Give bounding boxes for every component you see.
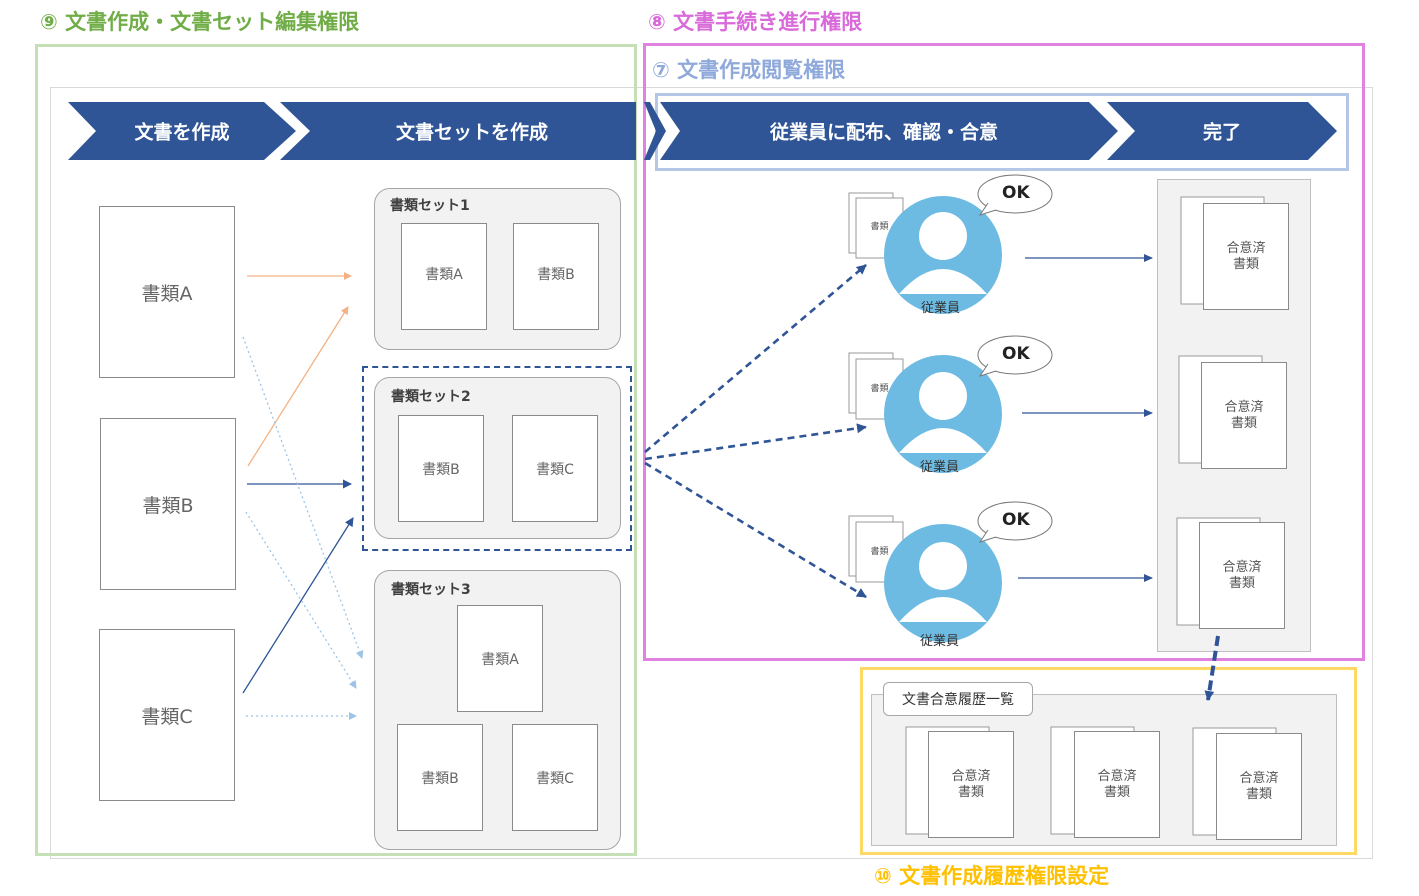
doc-set-1-label: 書類セット1 (390, 198, 470, 214)
completed-agreed-doc-1: 合意済 書類 (1203, 203, 1289, 310)
title-view-permission: ⑦ 文書作成閲覧権限 (652, 58, 846, 82)
set3-doc-b-label: 書類B (421, 770, 459, 787)
step-label-complete: 完了 (1202, 121, 1242, 144)
canvas-border (50, 87, 1373, 859)
step-chevron-create-doc (68, 102, 296, 160)
arrow-c-to-set2 (242, 517, 354, 694)
step-label-distribute: 従業員に配布、確認・合意 (769, 121, 999, 144)
employee-3-reply: OK (1002, 510, 1030, 530)
completed-agreed-doc-2: 合意済 書類 (1201, 362, 1287, 469)
employee-3-label: 従業員 (920, 634, 960, 649)
set2-doc-c-label: 書類C (536, 461, 574, 478)
employee-3 (848, 501, 1053, 642)
employee-2-doc-label: 書類 (870, 384, 889, 394)
employee-1-reply: OK (1002, 183, 1030, 203)
completed-agreed-doc-3: 合意済 書類 (1199, 522, 1285, 629)
doc-set-3-label: 書類セット3 (391, 582, 471, 598)
history-tab-label: 文書合意履歴一覧 (902, 692, 1014, 708)
arrow-complete-to-history (1204, 635, 1220, 701)
arrow-distribute-1 (644, 264, 867, 453)
frame-proceed (643, 43, 1365, 661)
employee-2 (848, 335, 1053, 473)
frame-history (860, 667, 1357, 855)
source-doc-a-label: 書類A (141, 282, 193, 305)
history-agreed-doc-1-label: 合意済 書類 (951, 768, 991, 800)
set2-doc-b: 書類B (398, 415, 484, 522)
history-agreed-doc-3: 合意済 書類 (1216, 733, 1302, 840)
step-chevron-create-set (280, 102, 636, 160)
completed-agreed-doc-1-label: 合意済 書類 (1226, 240, 1266, 272)
history-tab: 文書合意履歴一覧 (883, 682, 1033, 716)
frame-create-edit (35, 44, 637, 856)
employee-2-label: 従業員 (920, 460, 960, 475)
history-agreed-doc-1: 合意済 書類 (928, 731, 1014, 838)
source-doc-a: 書類A (99, 206, 235, 378)
history-agreed-doc-3-label: 合意済 書類 (1239, 770, 1279, 802)
source-doc-b: 書類B (100, 418, 236, 590)
title-history-permission: ⑩ 文書作成履歴権限設定 (874, 864, 1110, 888)
speech-bubble-icon (977, 174, 1053, 214)
employee-1-doc-label: 書類 (870, 222, 889, 232)
title-proceed-permission: ⑧ 文書手続き進行権限 (648, 10, 863, 34)
employee-2-reply: OK (1002, 344, 1030, 364)
set1-doc-a-label: 書類A (425, 267, 463, 283)
employee-3-doc-label: 書類 (870, 547, 889, 557)
step-chevron-complete (1107, 102, 1337, 160)
set3-doc-a: 書類A (457, 605, 543, 712)
source-doc-b-label: 書類B (142, 494, 194, 517)
step-chevron-distribute (660, 102, 1118, 160)
set3-doc-c-label: 書類C (536, 770, 574, 787)
set3-doc-c: 書類C (512, 724, 598, 831)
doc-set-2-selection (362, 366, 632, 551)
set3-doc-b: 書類B (397, 724, 483, 831)
step-label-create-doc: 文書を作成 (134, 121, 230, 144)
speech-bubble-icon (977, 335, 1053, 375)
arrow-distribute-2 (644, 423, 867, 461)
set2-doc-c: 書類C (512, 415, 598, 522)
set1-doc-b: 書類B (513, 223, 599, 330)
history-agreed-doc-2-label: 合意済 書類 (1097, 768, 1137, 800)
history-agreed-doc-2: 合意済 書類 (1074, 731, 1160, 838)
completed-agreed-doc-2-label: 合意済 書類 (1224, 399, 1264, 431)
speech-bubble-icon (977, 501, 1053, 541)
arrow-b-to-set1 (247, 306, 349, 467)
completed-agreed-doc-3-label: 合意済 書類 (1222, 559, 1262, 591)
arrow-a-to-set3 (242, 336, 364, 659)
arrow-distribute-3 (644, 461, 867, 599)
employee-1 (848, 174, 1053, 314)
set3-doc-a-label: 書類A (481, 651, 519, 668)
set2-doc-b-label: 書類B (422, 461, 460, 478)
set1-doc-a: 書類A (401, 223, 487, 330)
step-chevron-link (644, 102, 666, 160)
step-label-create-set: 文書セットを作成 (395, 121, 549, 144)
title-create-edit-permission: ⑨ 文書作成・文書セット編集権限 (40, 10, 360, 34)
set1-doc-b-label: 書類B (537, 267, 575, 283)
process-steps (68, 102, 1337, 160)
doc-set-2-label: 書類セット2 (391, 389, 471, 405)
source-doc-c: 書類C (99, 629, 235, 801)
source-doc-c-label: 書類C (141, 705, 193, 728)
employee-1-label: 従業員 (921, 301, 961, 316)
